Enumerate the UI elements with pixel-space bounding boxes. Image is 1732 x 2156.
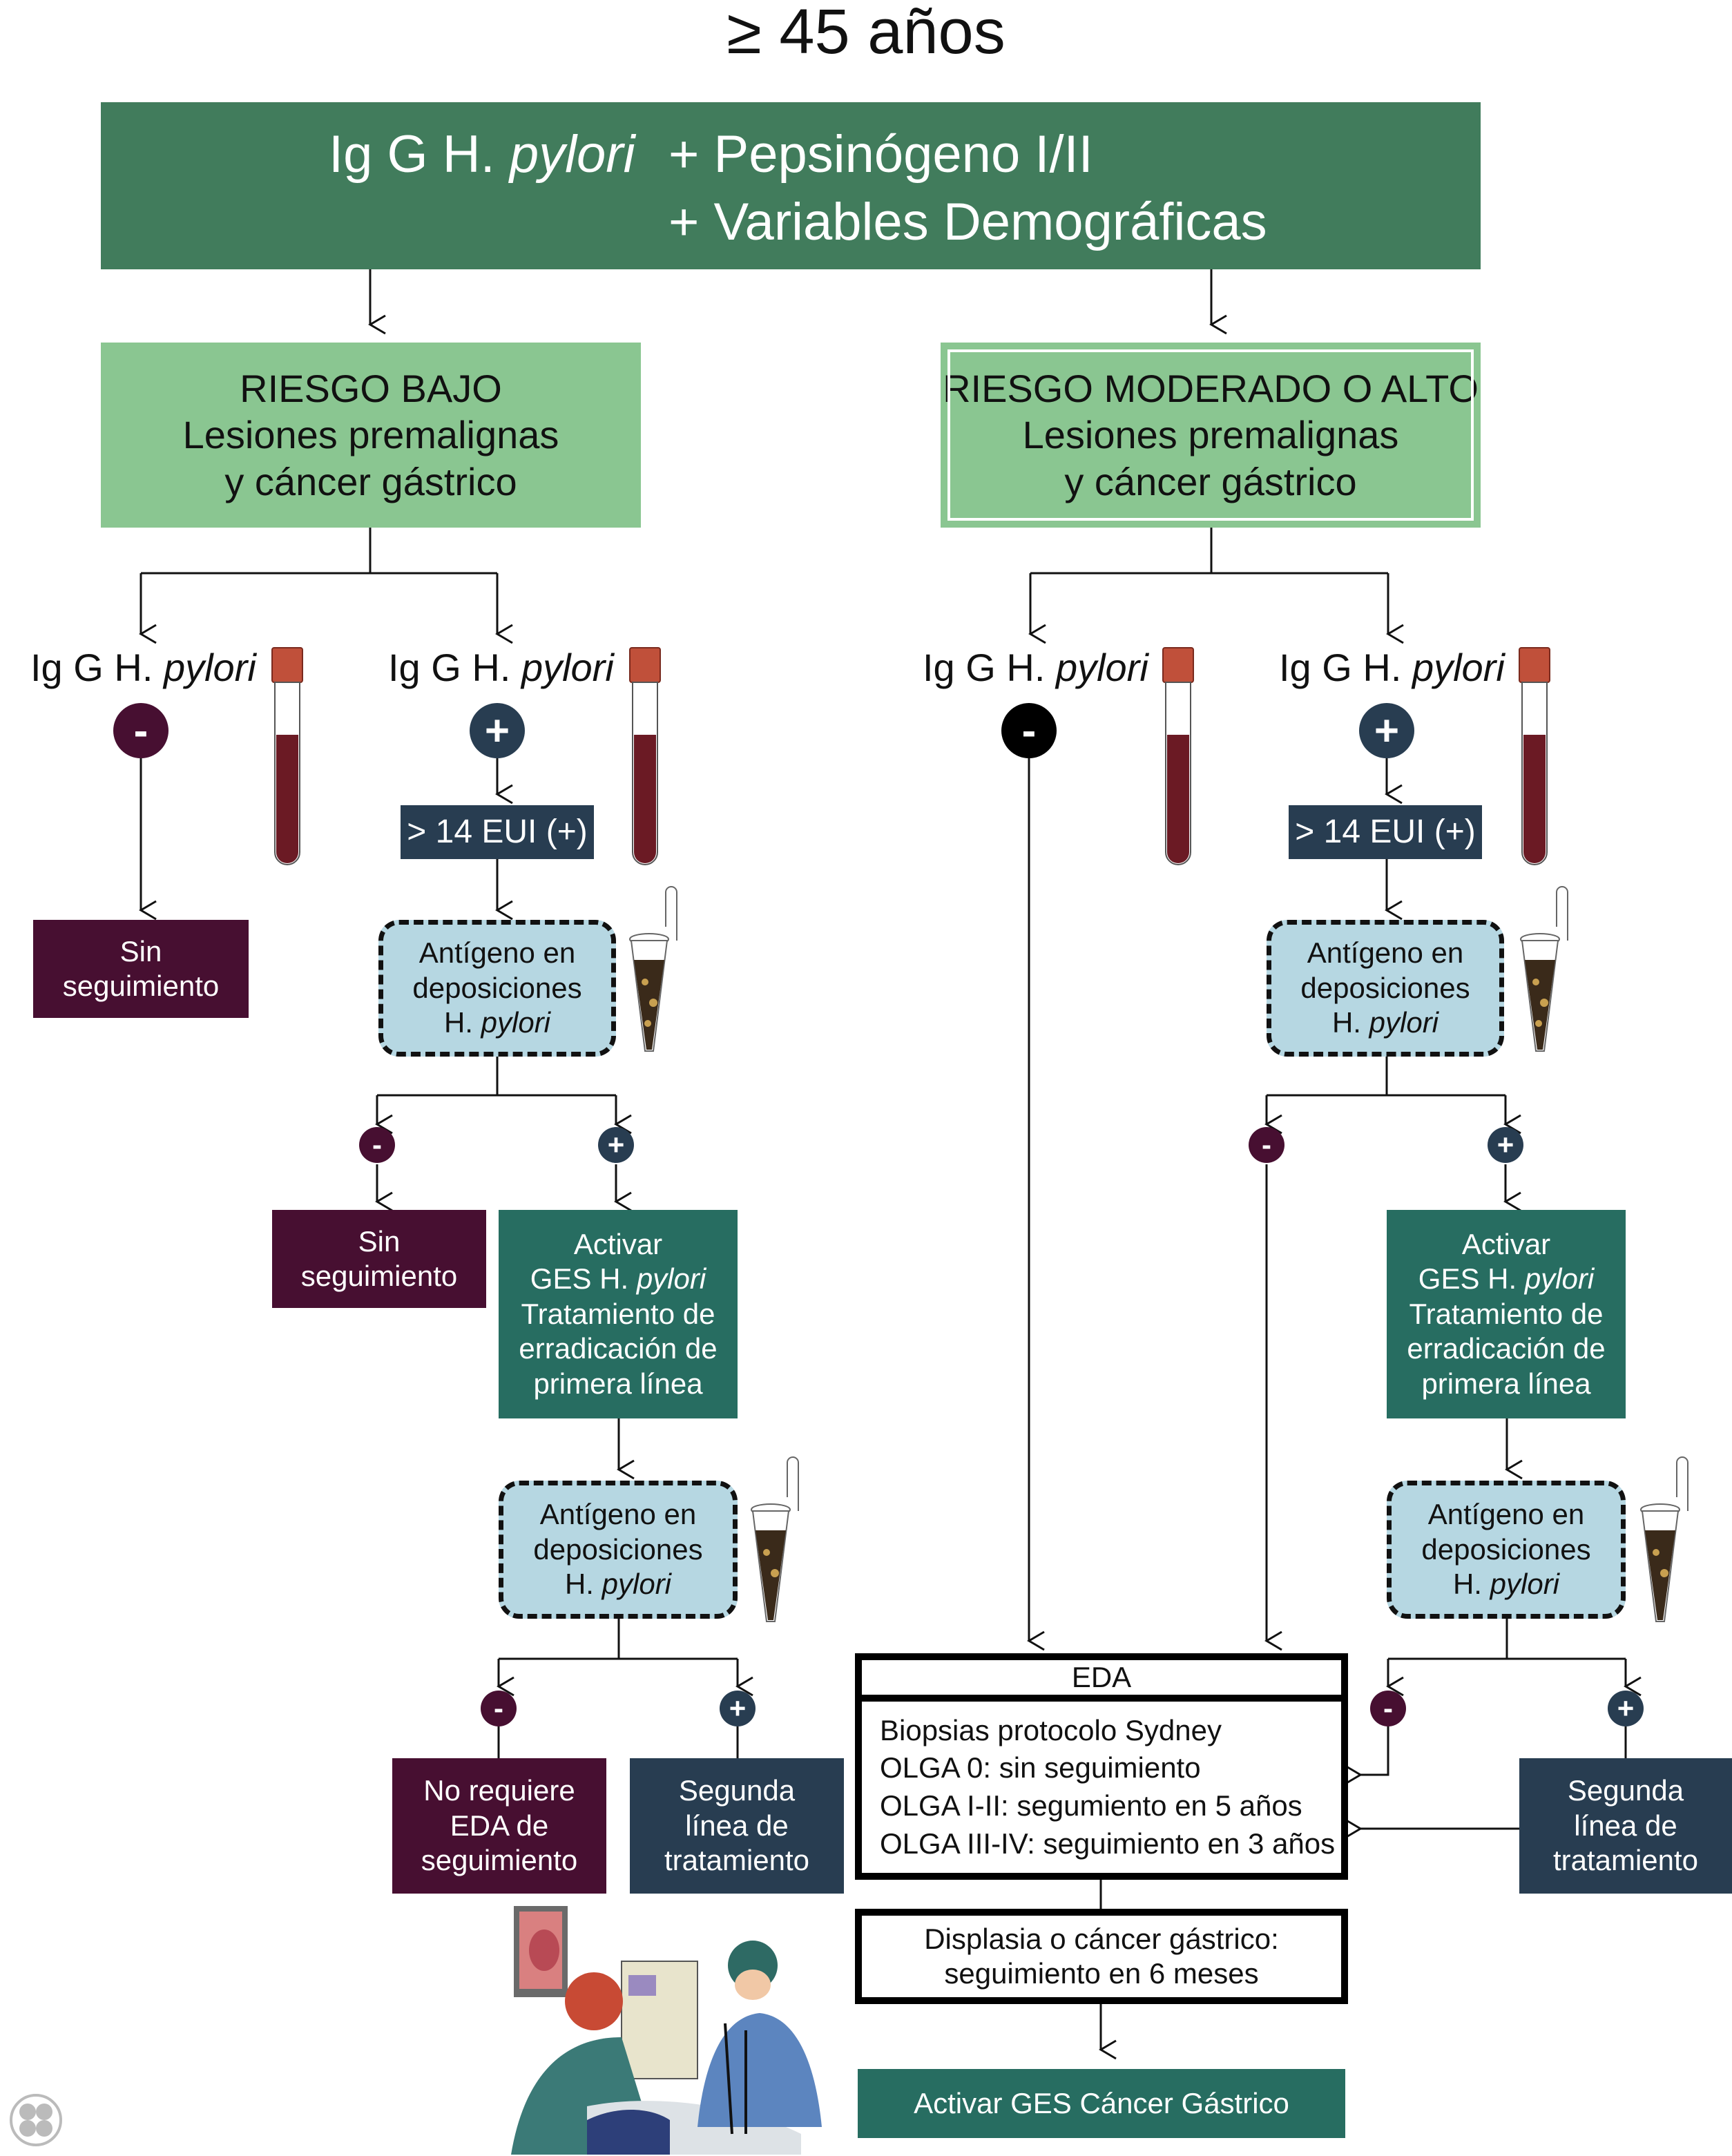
activate-ges-gastric-cancer-box: Activar GES Cáncer Gástrico (858, 2069, 1345, 2138)
antigen-line3: H. pylori (443, 1006, 551, 1039)
treatment-line2: GES H. pylori (1418, 1262, 1595, 1296)
negative-result-icon: - (113, 703, 169, 758)
treatment-line2: GES H. pylori (530, 1262, 706, 1296)
eui-threshold-low: > 14 EUI (+) (401, 805, 594, 859)
positive-result-icon: + (470, 703, 525, 758)
second-line-line2: línea de (1574, 1809, 1677, 1842)
antigen-line2: deposiciones (533, 1532, 703, 1566)
endoscopy-procedure-illustration (511, 1906, 822, 2155)
blood-tube-icon (629, 647, 661, 865)
positive-result-icon: + (1359, 703, 1414, 758)
no-followup-box: Sin seguimiento (272, 1210, 486, 1308)
header-demographics: + Variables Demográficas (668, 193, 1267, 251)
split-high (1030, 528, 1388, 575)
positive-result-icon: + (598, 1127, 634, 1163)
stool-sample-tube-icon (629, 886, 677, 1052)
igg-label-high-pos: Ig G H. pylori (1279, 646, 1505, 689)
stool-antigen-box: Antígeno en deposiciones H. pylori (378, 920, 616, 1057)
treatment-line4: erradicación de (519, 1332, 718, 1365)
eda-item: Biopsias protocolo Sydney (880, 1713, 1222, 1746)
negative-result-icon: - (1370, 1691, 1406, 1726)
eradication-treatment-box: Activar GES H. pylori Tratamiento de err… (499, 1210, 738, 1418)
negative-result-icon: - (481, 1691, 517, 1726)
eui-threshold-high: > 14 EUI (+) (1289, 805, 1482, 859)
risk-low-title: RIESGO BAJO (240, 367, 502, 411)
blood-tube-icon (1519, 647, 1550, 865)
second-line-line3: tratamiento (1552, 1844, 1699, 1877)
no-followup-line1: Sin (119, 934, 162, 968)
stool-antigen-box: Antígeno en deposiciones H. pylori (1267, 920, 1504, 1057)
igg-label-low-neg: Ig G H. pylori (30, 646, 256, 689)
positive-result-icon: + (1608, 1691, 1644, 1726)
antigen-line3: H. pylori (564, 1568, 672, 1601)
no-followup-line2: seguimiento (300, 1260, 458, 1292)
risk-high-line2: Lesiones premalignas (1022, 413, 1399, 457)
screening-header: Ig G H. pylori + Pepsinógeno I/II + Vari… (101, 102, 1481, 269)
negative-result-icon: - (1001, 703, 1057, 758)
no-eda-line3: seguimiento (421, 1844, 578, 1877)
antigen-line3: H. pylori (1452, 1568, 1560, 1601)
risk-high-box: RIESGO MODERADO O ALTO Lesiones premalig… (941, 343, 1481, 528)
blood-tube-icon (1162, 647, 1194, 865)
negative-result-icon: - (1249, 1127, 1284, 1163)
risk-low-box: RIESGO BAJO Lesiones premalignas y cánce… (101, 343, 641, 528)
risk-high-title: RIESGO MODERADO O ALTO (943, 367, 1479, 411)
positive-result-icon: + (720, 1691, 756, 1726)
eda-item: OLGA 0: sin seguimiento (880, 1751, 1201, 1784)
risk-high-line3: y cáncer gástrico (1064, 459, 1357, 503)
antigen-line1: Antígeno en (1307, 936, 1464, 970)
stool-sample-tube-icon (1640, 1456, 1688, 1622)
no-followup-line1: Sin (358, 1224, 401, 1258)
antigen-line1: Antígeno en (1427, 1498, 1585, 1531)
split-low (141, 528, 497, 575)
no-followup-box: Sin seguimiento (33, 920, 249, 1018)
positive-result-icon: + (1488, 1127, 1523, 1163)
dysplasia-line2: seguimiento en 6 meses (944, 1957, 1259, 1990)
treatment-line5: primera línea (533, 1367, 703, 1400)
stool-sample-tube-icon (751, 1456, 799, 1622)
stool-antigen-box: Antígeno en deposiciones H. pylori (499, 1481, 738, 1619)
treatment-line5: primera línea (1421, 1367, 1591, 1400)
no-eda-line1: No requiere (423, 1774, 575, 1807)
treatment-line1: Activar (573, 1228, 663, 1261)
antigen-line2: deposiciones (1421, 1532, 1591, 1566)
no-eda-required-box: No requiere EDA de seguimiento (392, 1758, 606, 1894)
antigen-line3: H. pylori (1331, 1006, 1439, 1039)
eda-item: OLGA III-IV: seguimiento en 3 años (880, 1827, 1336, 1860)
second-line-line1: Segunda (1567, 1774, 1684, 1807)
stool-sample-tube-icon (1520, 886, 1568, 1052)
antigen-line1: Antígeno en (418, 936, 576, 970)
second-line-line2: línea de (685, 1809, 789, 1842)
antigen-line2: deposiciones (412, 971, 582, 1004)
igg-label-high-neg: Ig G H. pylori (923, 646, 1148, 689)
second-line-line3: tratamiento (664, 1844, 810, 1877)
treatment-line4: erradicación de (1407, 1332, 1606, 1365)
treatment-line1: Activar (1461, 1228, 1551, 1261)
treatment-line3: Tratamiento de (521, 1297, 715, 1330)
antigen-line1: Antígeno en (539, 1498, 697, 1531)
page-title: ≥ 45 años (727, 0, 1005, 67)
second-line-treatment-box: Segunda línea de tratamiento (1519, 1758, 1732, 1894)
igg-label-low-pos: Ig G H. pylori (388, 646, 614, 689)
stool-antigen-box: Antígeno en deposiciones H. pylori (1387, 1481, 1626, 1619)
no-eda-line2: EDA de (450, 1809, 549, 1842)
risk-low-line2: Lesiones premalignas (182, 413, 559, 457)
no-followup-line2: seguimiento (62, 970, 220, 1002)
negative-result-icon: - (359, 1127, 395, 1163)
eda-details-box: Biopsias protocolo Sydney OLGA 0: sin se… (855, 1695, 1348, 1880)
risk-low-line3: y cáncer gástrico (224, 459, 517, 503)
eradication-treatment-box: Activar GES H. pylori Tratamiento de err… (1387, 1210, 1626, 1418)
eda-title-box: EDA (855, 1653, 1348, 1699)
eda-item: OLGA I-II: segumiento en 5 años (880, 1789, 1302, 1822)
publisher-logo-icon (10, 2094, 62, 2146)
dysplasia-line1: Displasia o cáncer gástrico: (924, 1922, 1279, 1955)
second-line-line1: Segunda (678, 1774, 796, 1807)
dysplasia-followup-box: Displasia o cáncer gástrico: seguimiento… (855, 1909, 1348, 2004)
header-pepsinogen: + Pepsinógeno I/II (668, 125, 1093, 184)
antigen-line2: deposiciones (1300, 971, 1470, 1004)
header-igg: Ig G H. pylori (329, 125, 635, 184)
blood-tube-icon (271, 647, 303, 865)
treatment-line3: Tratamiento de (1409, 1297, 1604, 1330)
second-line-treatment-box: Segunda línea de tratamiento (630, 1758, 844, 1894)
